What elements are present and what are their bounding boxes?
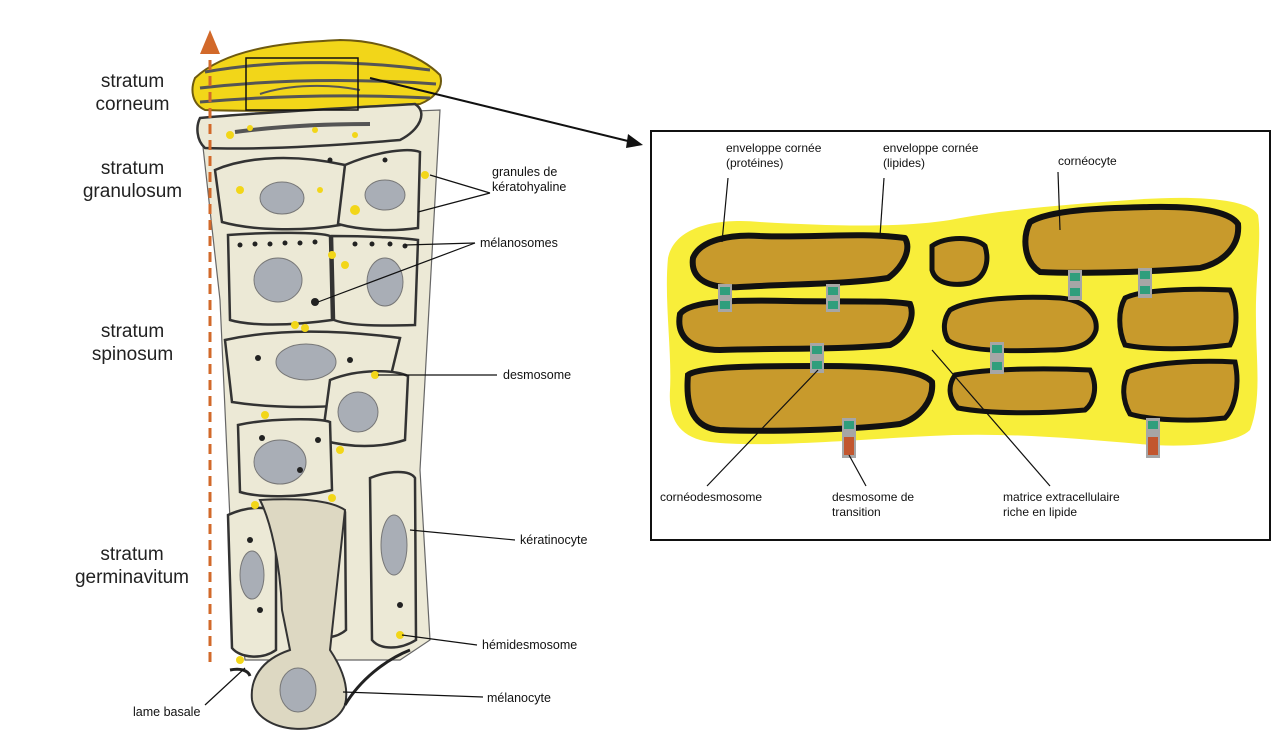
label-desmosome-transition: desmosome de transition bbox=[832, 490, 914, 520]
label-melanosomes: mélanosomes bbox=[480, 236, 558, 251]
label-corneodesmosome: cornéodesmosome bbox=[660, 490, 762, 505]
corneocyte bbox=[693, 235, 908, 287]
corneocyte bbox=[950, 369, 1095, 413]
label-corneocyte: cornéocyte bbox=[1058, 154, 1117, 169]
label-stratum-granulosum: stratum granulosum bbox=[75, 157, 190, 203]
corneocyte bbox=[944, 297, 1096, 350]
zoom-arrow-head bbox=[626, 134, 643, 148]
epidermis-column bbox=[192, 30, 643, 729]
nucleus bbox=[254, 258, 302, 302]
nucleus bbox=[260, 182, 304, 214]
nucleus bbox=[240, 551, 264, 599]
nucleus bbox=[276, 344, 336, 380]
label-hemidesmosome: hémidesmosome bbox=[482, 638, 577, 653]
nucleus bbox=[365, 180, 405, 210]
nucleus bbox=[381, 515, 407, 575]
label-melanocyte: mélanocyte bbox=[487, 691, 551, 706]
corneocyte bbox=[1120, 289, 1236, 348]
nucleus bbox=[254, 440, 306, 484]
nucleus bbox=[338, 392, 378, 432]
label-lame-basale: lame basale bbox=[133, 705, 200, 720]
label-stratum-corneum: stratum corneum bbox=[80, 70, 185, 116]
label-desmosome: desmosome bbox=[503, 368, 571, 383]
label-enveloppe-lipides: enveloppe cornée (lipides) bbox=[883, 141, 978, 171]
arrow-head bbox=[200, 30, 220, 54]
corneocyte bbox=[687, 366, 932, 431]
nucleus bbox=[280, 668, 316, 712]
corneocyte bbox=[1124, 361, 1237, 420]
label-stratum-spinosum: stratum spinosum bbox=[80, 320, 185, 366]
label-stratum-germinativum: stratum germinavitum bbox=[62, 543, 202, 589]
label-granules: granules de kératohyaline bbox=[492, 165, 566, 195]
label-enveloppe-proteines: enveloppe cornée (protéines) bbox=[726, 141, 821, 171]
label-matrice: matrice extracellulaire riche en lipide bbox=[1003, 490, 1120, 520]
corneocyte bbox=[932, 239, 987, 285]
corneocyte bbox=[1025, 207, 1238, 273]
label-keratinocyte: kératinocyte bbox=[520, 533, 587, 548]
corneocyte bbox=[679, 301, 911, 350]
inset-panel bbox=[651, 131, 1270, 540]
